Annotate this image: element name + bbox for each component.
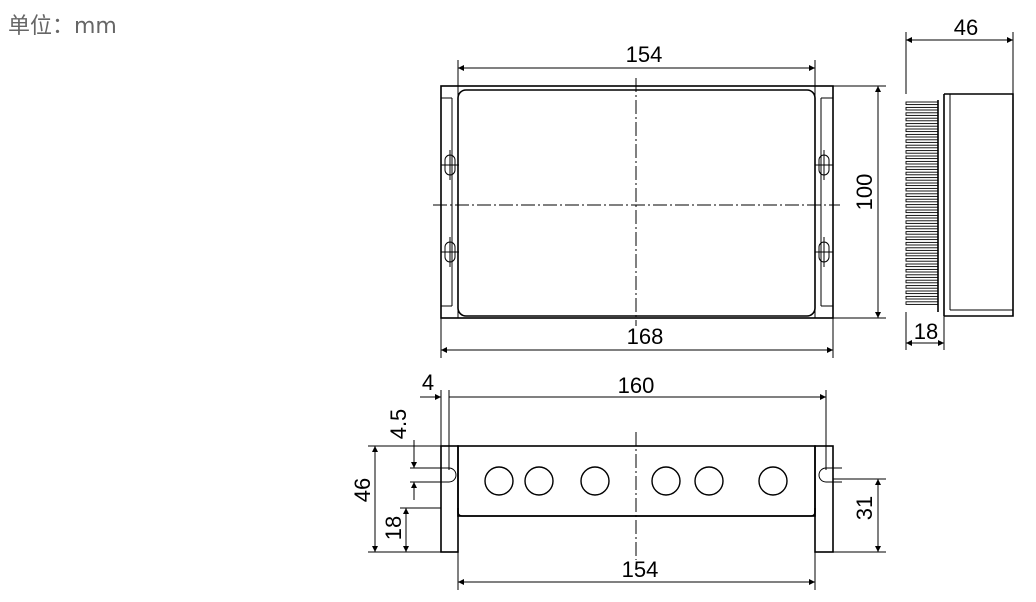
top-view-base-plate (440, 85, 834, 319)
dim-label-160: 160 (618, 373, 655, 398)
heat-sink-fin (905, 252, 939, 257)
heat-sink-fin (905, 166, 939, 170)
heat-sink-fin (905, 171, 939, 176)
heat-sink-fin (905, 263, 939, 268)
dim-label-4: 4 (422, 370, 434, 395)
heat-sink-fin (905, 231, 939, 235)
heat-sink-fin (905, 144, 939, 149)
heat-sink-fin (905, 241, 939, 246)
heat-sink-fin (905, 101, 939, 106)
connector-hole (651, 466, 681, 496)
unit-label: 单位：mm (8, 14, 117, 39)
heat-sink-fin (905, 290, 939, 295)
heat-sink-fin (905, 139, 939, 143)
heat-sink-fin (905, 177, 939, 181)
heat-sink-fin (905, 285, 939, 289)
dim-label-4-5: 4.5 (386, 409, 411, 440)
heat-sink-fin (905, 182, 939, 187)
dim-label-bottom-154: 154 (622, 557, 659, 582)
dim-label-top-154: 154 (626, 42, 663, 67)
heat-sink-fin (905, 225, 939, 230)
connector-hole (580, 466, 610, 496)
heat-sink-fin (905, 187, 939, 192)
heat-sink-fin (905, 160, 939, 165)
heat-sink-fin (905, 236, 939, 241)
heat-sink-fin (905, 301, 939, 305)
connector-hole (484, 466, 514, 496)
dim-label-31: 31 (852, 496, 877, 520)
connector-holes (484, 466, 788, 496)
dim-label-front-46: 46 (350, 478, 375, 502)
connector-hole (758, 466, 788, 496)
heat-sink-fin (905, 133, 939, 138)
heat-sink-fin (905, 193, 939, 197)
dim-label-side-46: 46 (954, 15, 978, 40)
heat-sink-fin (905, 247, 939, 251)
heat-sink-fin (905, 214, 939, 219)
heat-sink-fin (905, 274, 939, 278)
heat-sink-fin (905, 128, 939, 133)
dim-label-front-18: 18 (381, 516, 406, 540)
heat-sink-fin (905, 279, 939, 284)
connector-hole (694, 466, 724, 496)
heat-sink-fin (905, 295, 939, 300)
dim-label-168: 168 (627, 324, 664, 349)
front-right-plate (814, 445, 834, 553)
dim-label-side-18: 18 (914, 319, 938, 344)
heat-sink-fin (905, 204, 939, 208)
dim-label-100: 100 (852, 174, 877, 211)
heat-sink-fin (905, 123, 939, 127)
mounting-slot-top-left (441, 150, 459, 180)
front-right-slot (818, 467, 842, 483)
heat-sink-fin (905, 106, 939, 111)
side-view: 46 18 (905, 15, 1014, 350)
heat-sink-fins (905, 101, 939, 305)
heat-sink-fin (905, 150, 939, 154)
heat-sink-fin (905, 268, 939, 273)
side-view-body (944, 93, 1014, 317)
mounting-slot-top-right (815, 150, 833, 180)
connector-hole (524, 466, 554, 496)
heat-sink-fin (905, 117, 939, 122)
heat-sink-fin (905, 258, 939, 262)
front-view: 160 4 4.5 46 18 31 (350, 370, 886, 590)
front-left-slot (432, 467, 457, 483)
heat-sink-fin (905, 198, 939, 203)
top-view: 154 168 100 (433, 42, 886, 358)
heat-sink-fin (905, 112, 939, 116)
heat-sink-fin (905, 209, 939, 214)
heat-sink-fin (905, 155, 939, 160)
mounting-slot-bottom-right (815, 237, 833, 267)
mounting-slot-bottom-left (441, 237, 459, 267)
heat-sink-fin (905, 220, 939, 224)
